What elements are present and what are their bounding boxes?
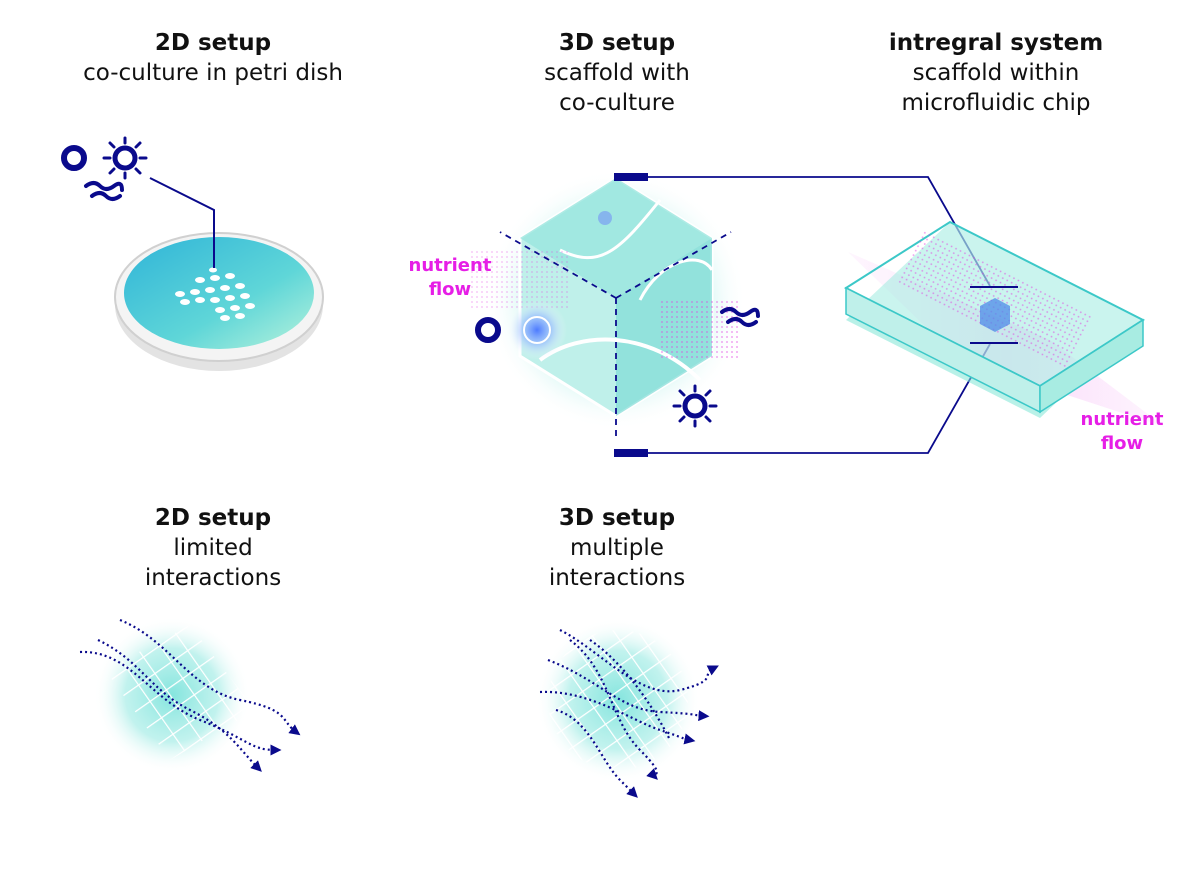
caption-integral-system: intregral system scaffold within microfl… xyxy=(846,28,1146,118)
caption-3d-multiple: 3D setup multiple interactions xyxy=(467,503,767,593)
interaction-map-3d xyxy=(536,618,719,798)
caption-title: 3D setup xyxy=(558,30,676,56)
wavy-cell-icon xyxy=(84,181,124,201)
spiky-cell-icon xyxy=(672,384,718,428)
caption-line: limited xyxy=(173,535,253,561)
caption-title: 2D setup xyxy=(154,30,272,56)
caption-line: scaffold within xyxy=(912,60,1080,86)
caption-line: multiple xyxy=(570,535,664,561)
caption-title: intregral system xyxy=(888,30,1104,56)
spiky-cell-icon xyxy=(102,136,148,180)
caption-title: 2D setup xyxy=(154,505,272,531)
caption-line: co-culture xyxy=(559,90,675,116)
microfluidic-chip xyxy=(843,220,1165,427)
ring-cell-icon xyxy=(475,317,501,343)
caption-line: interactions xyxy=(144,565,282,591)
caption-line: co-culture in petri dish xyxy=(83,60,343,86)
caption-2d-limited: 2D setup limited interactions xyxy=(63,503,363,593)
caption-title: 3D setup xyxy=(558,505,676,531)
wavy-cell-icon xyxy=(720,307,760,327)
caption-3d-scaffold: 3D setup scaffold with co-culture xyxy=(467,28,767,118)
flow-label-line: flow xyxy=(428,279,472,300)
scaffold-hexagon xyxy=(470,170,746,440)
dish-cell-dots xyxy=(175,267,255,321)
ring-cell-icon xyxy=(61,145,87,171)
flow-label-line: flow xyxy=(1100,433,1144,454)
caption-line: scaffold with xyxy=(544,60,690,86)
caption-line: interactions xyxy=(548,565,686,591)
caption-line: microfluidic chip xyxy=(901,90,1091,116)
interaction-map-2d xyxy=(79,617,301,773)
petri-dish xyxy=(114,177,324,371)
caption-2d-dish: 2D setup co-culture in petri dish xyxy=(63,28,363,88)
